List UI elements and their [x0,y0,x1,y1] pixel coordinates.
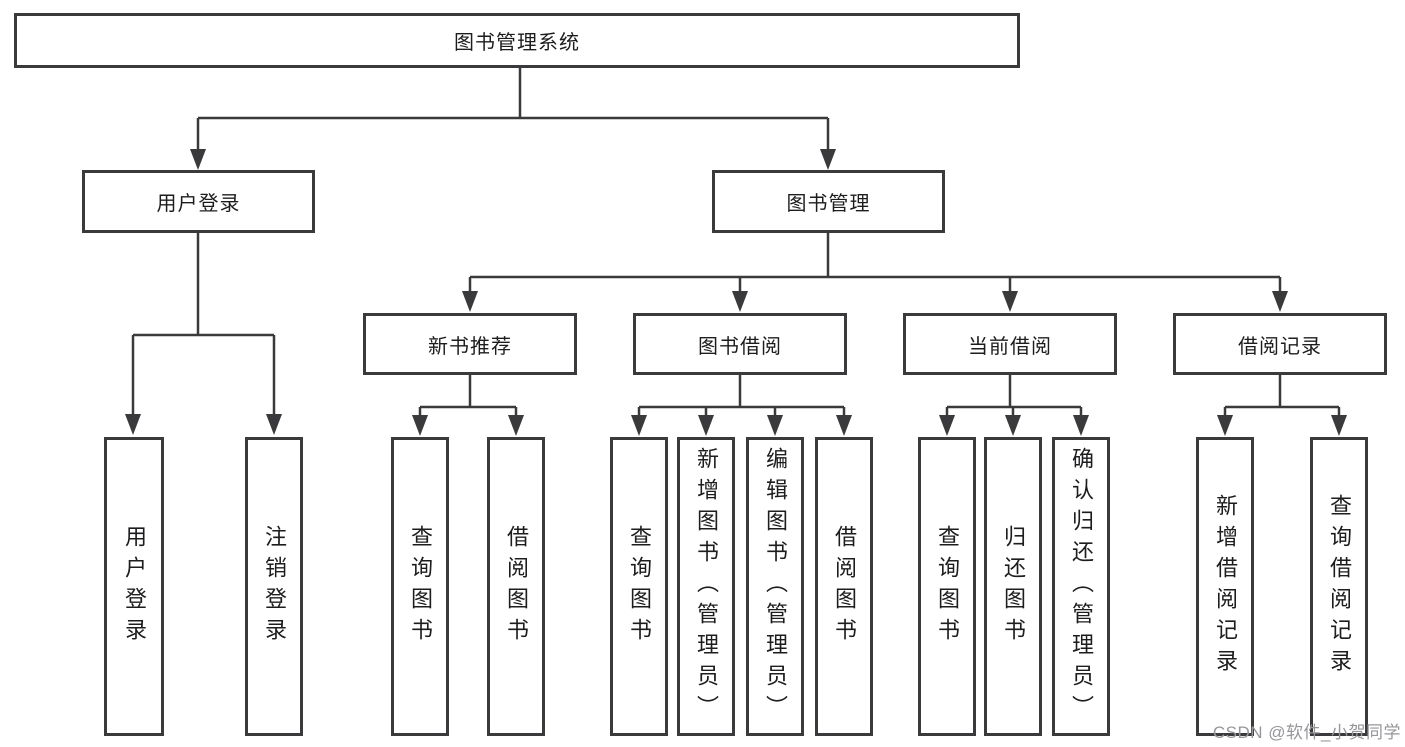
node-label: 当前借阅 [968,335,1052,358]
node-label: 查询借阅记录 [1327,493,1352,680]
node-label: 注销登录 [262,524,287,649]
node-label: 新增图书（管理员） [694,447,719,726]
node-current-borrowing: 当前借阅 [903,313,1117,375]
connector-user-login [125,233,282,435]
leaf-user-login: 用户登录 [104,437,164,736]
leaf-current-confirm-return-admin: 确认归还（管理员） [1052,437,1110,736]
node-label: 用户登录 [156,193,241,215]
leaf-records-add-record: 新增借阅记录 [1196,437,1254,736]
node-label: 查询图书 [935,524,960,649]
node-book-borrowing: 图书借阅 [633,313,847,375]
node-label: 用户登录 [122,524,147,649]
leaf-current-query-books: 查询图书 [918,437,976,736]
leaf-records-query-record: 查询借阅记录 [1310,437,1368,736]
node-library-system: 图书管理系统 [14,13,1020,68]
node-label: 查询图书 [408,524,433,649]
node-label: 图书借阅 [698,335,782,358]
leaf-borrow-edit-books-admin: 编辑图书（管理员） [746,437,804,736]
node-label: 图书管理系统 [454,32,580,54]
node-label: 借阅图书 [504,524,529,649]
node-label: 新增借阅记录 [1213,493,1238,680]
node-label: 借阅记录 [1238,335,1322,358]
connector-book-mgmt [462,233,1288,312]
connector-new-book-rec [412,375,524,436]
node-label: 借阅图书 [832,524,857,649]
node-label: 归还图书 [1001,524,1026,649]
node-label: 新书推荐 [428,335,512,358]
node-new-book-recommendation: 新书推荐 [363,313,577,375]
node-book-management: 图书管理 [712,170,945,233]
connector-book-borrow [631,375,852,436]
leaf-borrow-add-books-admin: 新增图书（管理员） [677,437,735,736]
leaf-borrow-borrow-books: 借阅图书 [815,437,873,736]
leaf-current-return-books: 归还图书 [984,437,1042,736]
connector-borrow-records [1217,375,1347,436]
connector-current-borrow [939,375,1089,436]
leaf-rec-query-books: 查询图书 [391,437,449,736]
node-label: 编辑图书（管理员） [763,447,788,726]
leaf-logout: 注销登录 [245,437,303,736]
connector-root [190,68,836,170]
node-borrowing-records: 借阅记录 [1173,313,1387,375]
leaf-borrow-query-books: 查询图书 [610,437,668,736]
node-label: 确认归还（管理员） [1069,447,1094,726]
node-label: 查询图书 [627,524,652,649]
node-user-login: 用户登录 [82,170,315,233]
leaf-rec-borrow-books: 借阅图书 [487,437,545,736]
node-label: 图书管理 [786,193,871,215]
csdn-watermark: CSDN @软件_小贺同学 [1212,723,1401,742]
